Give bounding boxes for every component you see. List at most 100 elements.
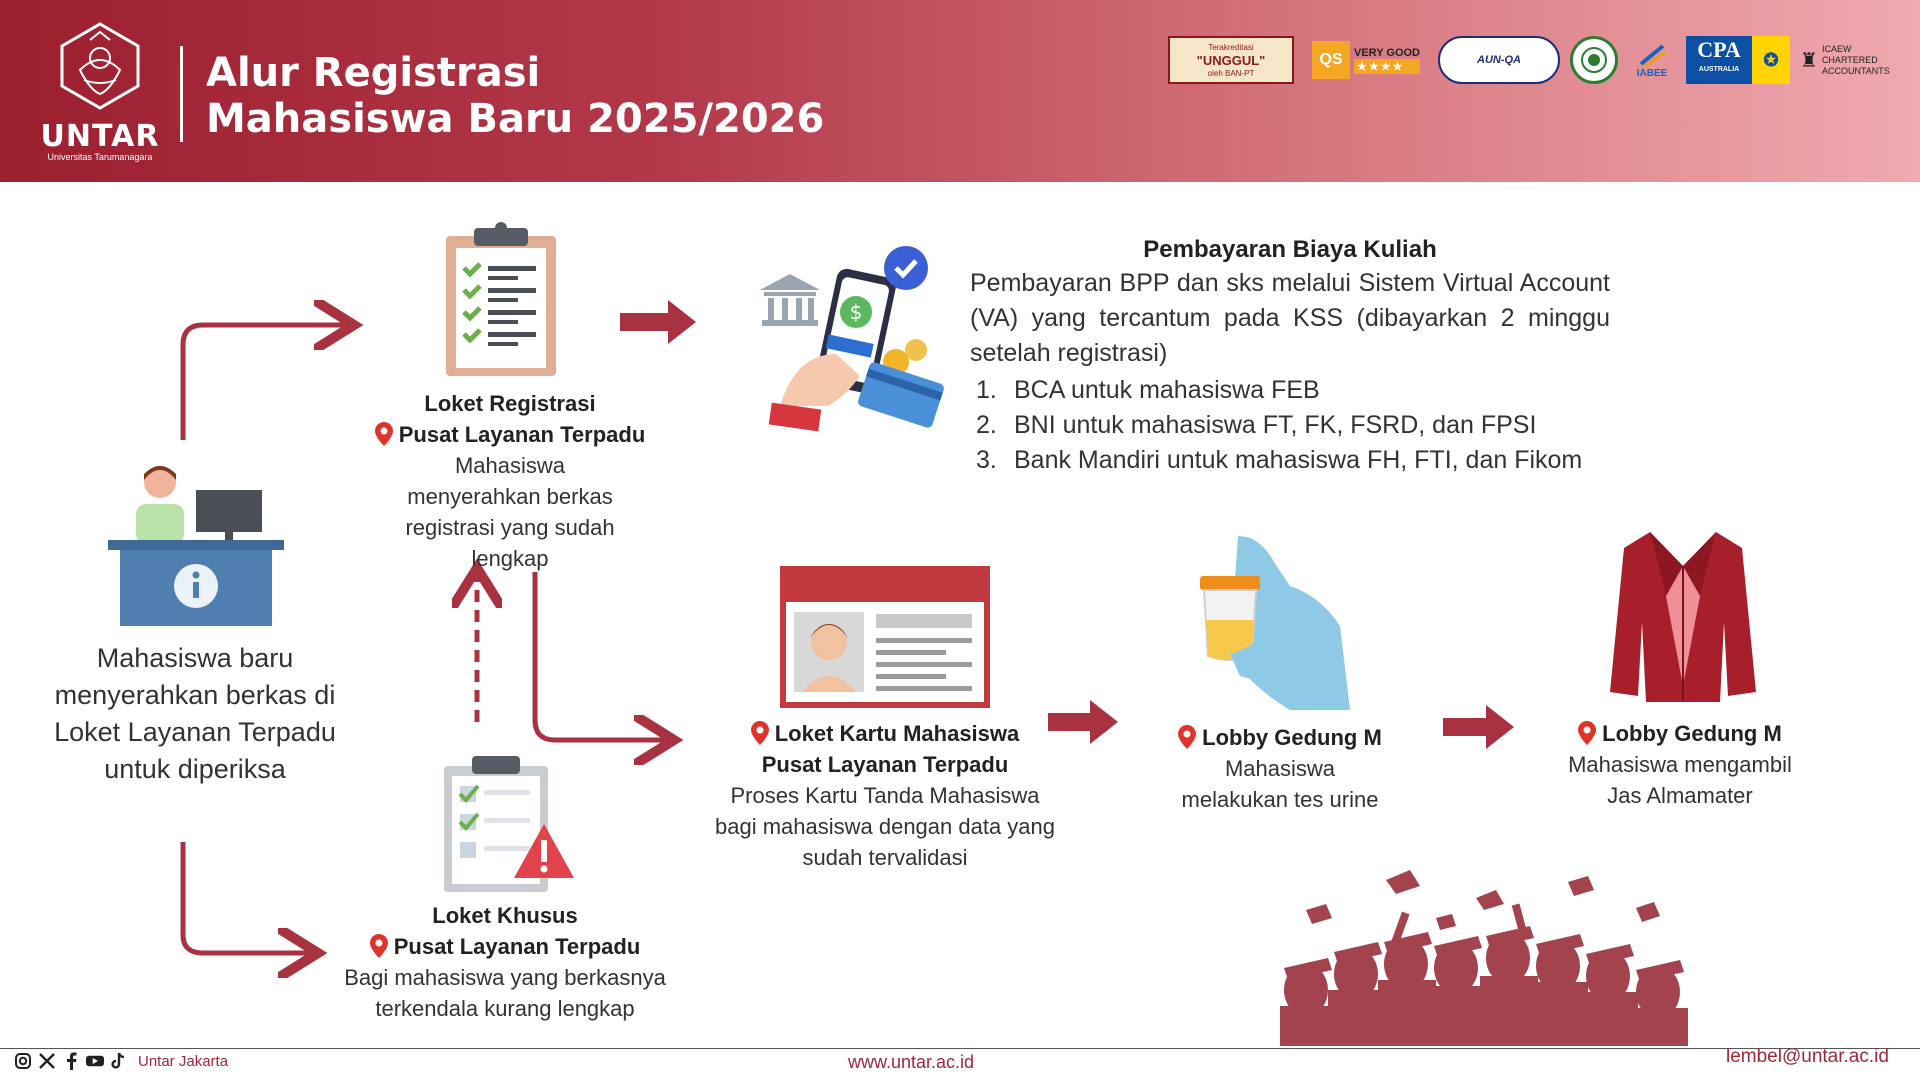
x-twitter-icon[interactable]: [38, 1052, 56, 1070]
list-number: 1.: [976, 376, 997, 404]
lam-seal-badge: [1570, 36, 1618, 84]
list-item: 1. BCA untuk mahasiswa FEB: [970, 373, 1610, 408]
pembayaran-title: Pembayaran Biaya Kuliah: [1143, 236, 1437, 263]
location-pin-icon: [1578, 721, 1597, 745]
cpa-label: CPA: [1697, 37, 1741, 62]
crest-icon: ✪: [1752, 36, 1790, 84]
qs-rating-badge: QS VERY GOOD ★★★★: [1304, 36, 1428, 84]
icaew-figure-icon: ♜: [1800, 49, 1818, 72]
qs-label: VERY GOOD: [1353, 46, 1421, 59]
list-text: BNI untuk mahasiswa FT, FK, FSRD, dan FP…: [1014, 411, 1537, 439]
registrasi-title: Loket Registrasi: [424, 391, 596, 416]
registrasi-step: Loket Registrasi Pusat Layanan Terpadu M…: [330, 388, 690, 574]
block-arrow-to-pembayaran: [620, 300, 696, 344]
location-pin-icon: [369, 934, 388, 958]
pembayaran-step: Pembayaran Biaya Kuliah Pembayaran BPP d…: [970, 234, 1610, 478]
accreditation-badges: Terakreditasi "UNGGUL" oleh BAN-PT QS VE…: [1168, 34, 1900, 86]
location-pin-icon: [1178, 725, 1197, 749]
icaew-badge: ♜ ICAEW CHARTERED ACCOUNTANTS: [1800, 36, 1900, 84]
almamater-jacket-illustration: [1610, 532, 1756, 702]
logo-name: UNTAR: [40, 119, 160, 154]
urine-title-text: Lobby Gedung M: [1202, 725, 1382, 750]
list-text: Bank Mandiri untuk mahasiswa FH, FTI, da…: [1014, 446, 1583, 474]
ban-pt-badge: Terakreditasi "UNGGUL" oleh BAN-PT: [1168, 36, 1294, 84]
jas-desc: Mahasiswa mengambil Jas Almamater: [1568, 752, 1792, 808]
pembayaran-desc: Pembayaran BPP dan sks melalui Sistem Vi…: [970, 269, 1610, 367]
social-icons: [14, 1052, 128, 1070]
qs-stars: ★★★★: [1353, 58, 1421, 74]
urine-title: Lobby Gedung M: [1130, 722, 1430, 753]
instagram-icon[interactable]: [14, 1052, 32, 1070]
logo-subtitle: Universitas Tarumanagara: [47, 152, 153, 162]
start-description: Mahasiswa baru menyerahkan berkas di Lok…: [54, 643, 336, 784]
arrow-registrasi-to-kartu: [532, 572, 664, 740]
kartu-desc: Proses Kartu Tanda Mahasiswa bagi mahasi…: [714, 783, 1056, 870]
list-item: 2. BNI untuk mahasiswa FT, FK, FSRD, dan …: [970, 408, 1610, 443]
qs-logo: QS: [1311, 41, 1350, 79]
clipboard-warning-illustration: [444, 756, 574, 892]
kartu-title-text: Loket Kartu Mahasiswa: [774, 721, 1020, 746]
cpa-logo: CPA AUSTRALIA: [1686, 36, 1752, 84]
list-number: 2.: [976, 411, 997, 439]
clipboard-checklist-illustration: [446, 222, 556, 376]
untar-emblem-icon: [60, 22, 140, 110]
urine-step: Lobby Gedung M Mahasiswa melakukan tes u…: [1130, 722, 1430, 815]
tiktok-icon[interactable]: [110, 1052, 128, 1070]
id-card-illustration: [780, 566, 990, 708]
ban-line-1: Terakreditasi: [1208, 42, 1254, 52]
location-pin-icon: [374, 422, 393, 446]
khusus-desc: Bagi mahasiswa yang berkasnya terkendala…: [344, 965, 666, 1021]
location-pin-icon: [750, 721, 769, 745]
graduation-silhouette: [1280, 870, 1688, 1046]
ban-line-2: "UNGGUL": [1196, 52, 1266, 68]
bank-icon: [760, 274, 820, 326]
urine-desc: Mahasiswa melakukan tes urine: [1181, 756, 1379, 812]
khusus-location: Pusat Layanan Terpadu: [320, 931, 690, 962]
block-arrow-to-urine: [1048, 700, 1118, 744]
untar-logo: UNTAR Universitas Tarumanagara: [40, 20, 160, 162]
registrasi-desc: Mahasiswa menyerahkan berkas registrasi …: [405, 453, 615, 571]
urine-test-illustration: [1200, 536, 1350, 710]
ban-line-3: oleh BAN-PT: [1207, 68, 1255, 78]
cpa-sub: AUSTRALIA: [1698, 66, 1740, 73]
front-desk-illustration: [108, 466, 284, 626]
iabee-icon: [1639, 43, 1666, 67]
jas-step: Lobby Gedung M Mahasiswa mengambil Jas A…: [1530, 718, 1830, 811]
kartu-location: Pusat Layanan Terpadu: [761, 752, 1009, 777]
seal-icon: [1581, 47, 1607, 73]
icaew-label: ICAEW CHARTERED ACCOUNTANTS: [1821, 43, 1890, 76]
aun-qa-badge: AUN-QA: [1438, 36, 1560, 84]
registrasi-location-text: Pusat Layanan Terpadu: [398, 422, 646, 447]
list-text: BCA untuk mahasiswa FEB: [1014, 376, 1320, 404]
kartu-title: Loket Kartu Mahasiswa: [700, 718, 1070, 749]
email-link[interactable]: lembel@untar.ac.id: [1726, 1046, 1889, 1067]
facebook-icon[interactable]: [62, 1052, 80, 1070]
header-banner: UNTAR Universitas Tarumanagara Alur Regi…: [0, 0, 1920, 182]
header-divider: [180, 46, 183, 142]
mobile-payment-illustration: $: [760, 246, 944, 432]
registrasi-location: Pusat Layanan Terpadu: [330, 419, 690, 450]
khusus-title: Loket Khusus: [432, 903, 578, 928]
khusus-step: Loket Khusus Pusat Layanan Terpadu Bagi …: [320, 900, 690, 1024]
cpa-australia-badge: CPA AUSTRALIA ✪: [1686, 36, 1790, 84]
list-number: 3.: [976, 446, 997, 474]
khusus-location-text: Pusat Layanan Terpadu: [393, 934, 641, 959]
arrow-to-khusus: [180, 842, 308, 953]
kartu-step: Loket Kartu Mahasiswa Pusat Layanan Terp…: [700, 718, 1070, 873]
iabee-badge: IABEE: [1628, 36, 1676, 84]
bank-list: 1. BCA untuk mahasiswa FEB 2. BNI untuk ma…: [970, 373, 1610, 478]
social-handle[interactable]: Untar Jakarta: [138, 1053, 229, 1070]
title-line-2: Mahasiswa Baru 2025/2026: [206, 96, 825, 142]
title-line-1: Alur Registrasi: [206, 50, 541, 96]
list-item: 3. Bank Mandiri untuk mahasiswa FH, FTI, …: [970, 443, 1610, 478]
footer-divider: [0, 1048, 1920, 1049]
page-title: Alur Registrasi Mahasiswa Baru 2025/2026: [206, 50, 824, 142]
youtube-icon[interactable]: [86, 1052, 104, 1070]
block-arrow-to-jas: [1443, 705, 1514, 749]
jas-title: Lobby Gedung M: [1530, 718, 1830, 749]
iabee-label: IABEE: [1636, 67, 1668, 79]
website-link[interactable]: www.untar.ac.id: [848, 1052, 975, 1072]
qs-rating: VERY GOOD ★★★★: [1353, 46, 1421, 74]
arrow-to-registrasi: [180, 325, 344, 440]
